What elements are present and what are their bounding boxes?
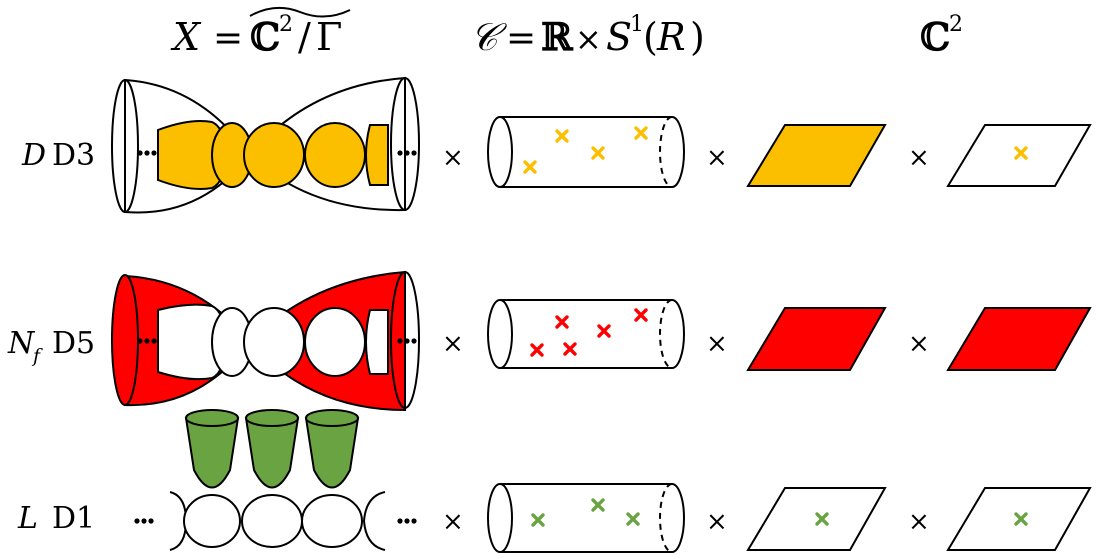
svg-text:=: = [506, 18, 536, 59]
orbifold-d3 [111, 76, 420, 214]
svg-text:L: L [17, 501, 38, 536]
plane-d1-empty-b [946, 487, 1092, 551]
svg-text:2: 2 [949, 12, 963, 37]
plane-d3-filled [746, 124, 887, 187]
times-symbol: × [908, 143, 930, 173]
svg-text:f: f [31, 345, 43, 367]
times-symbol: × [706, 329, 728, 359]
header-x-space: X = ℂ 2 / Γ [170, 6, 351, 59]
times-symbol: × [442, 329, 464, 359]
svg-text:𝒞: 𝒞 [470, 15, 507, 59]
svg-text:(: ( [643, 15, 658, 59]
times-symbol: × [442, 507, 464, 537]
times-symbol: × [706, 143, 728, 173]
svg-text:D3: D3 [52, 138, 95, 173]
svg-text:X: X [170, 15, 202, 59]
svg-text:D1: D1 [52, 501, 95, 536]
svg-text:×: × [575, 20, 602, 58]
plane-d1-empty-a [746, 487, 887, 551]
svg-text:N: N [7, 326, 36, 361]
row-d5-label: N f D5 [7, 326, 95, 367]
svg-text:S: S [606, 15, 632, 59]
plane-d5-filled-b [946, 307, 1092, 371]
cylinder-d3 [487, 116, 685, 188]
svg-text:ℂ: ℂ [920, 14, 950, 59]
header-cylinder: 𝒞 = ℝ × S 1 ( R ) [470, 12, 705, 59]
svg-text:Γ: Γ [316, 15, 342, 59]
svg-text:2: 2 [279, 12, 293, 37]
row-d1-label: L D1 [17, 501, 95, 536]
times-symbol: × [908, 329, 930, 359]
svg-text:D: D [21, 138, 46, 173]
svg-text:D5: D5 [52, 326, 95, 361]
svg-text:R: R [656, 15, 686, 59]
plane-d5-filled-a [746, 307, 887, 371]
plane-d3-empty [946, 124, 1092, 187]
row-d3-label: D D3 [21, 138, 95, 173]
svg-text:ℝ: ℝ [541, 14, 574, 59]
svg-text:1: 1 [630, 12, 644, 37]
cylinder-d1 [487, 483, 685, 553]
header-c2: ℂ 2 [920, 12, 963, 59]
svg-text:/: / [298, 15, 311, 59]
svg-text:=: = [213, 18, 243, 59]
svg-text:): ) [690, 15, 705, 59]
cylinder-d5 [487, 299, 685, 369]
orbifold-d1 [134, 491, 417, 551]
svg-text:ℂ: ℂ [250, 14, 280, 59]
times-symbol: × [908, 507, 930, 537]
green-cones [184, 409, 360, 489]
times-symbol: × [706, 507, 728, 537]
times-symbol: × [442, 143, 464, 173]
orbifold-d5 [111, 270, 420, 412]
